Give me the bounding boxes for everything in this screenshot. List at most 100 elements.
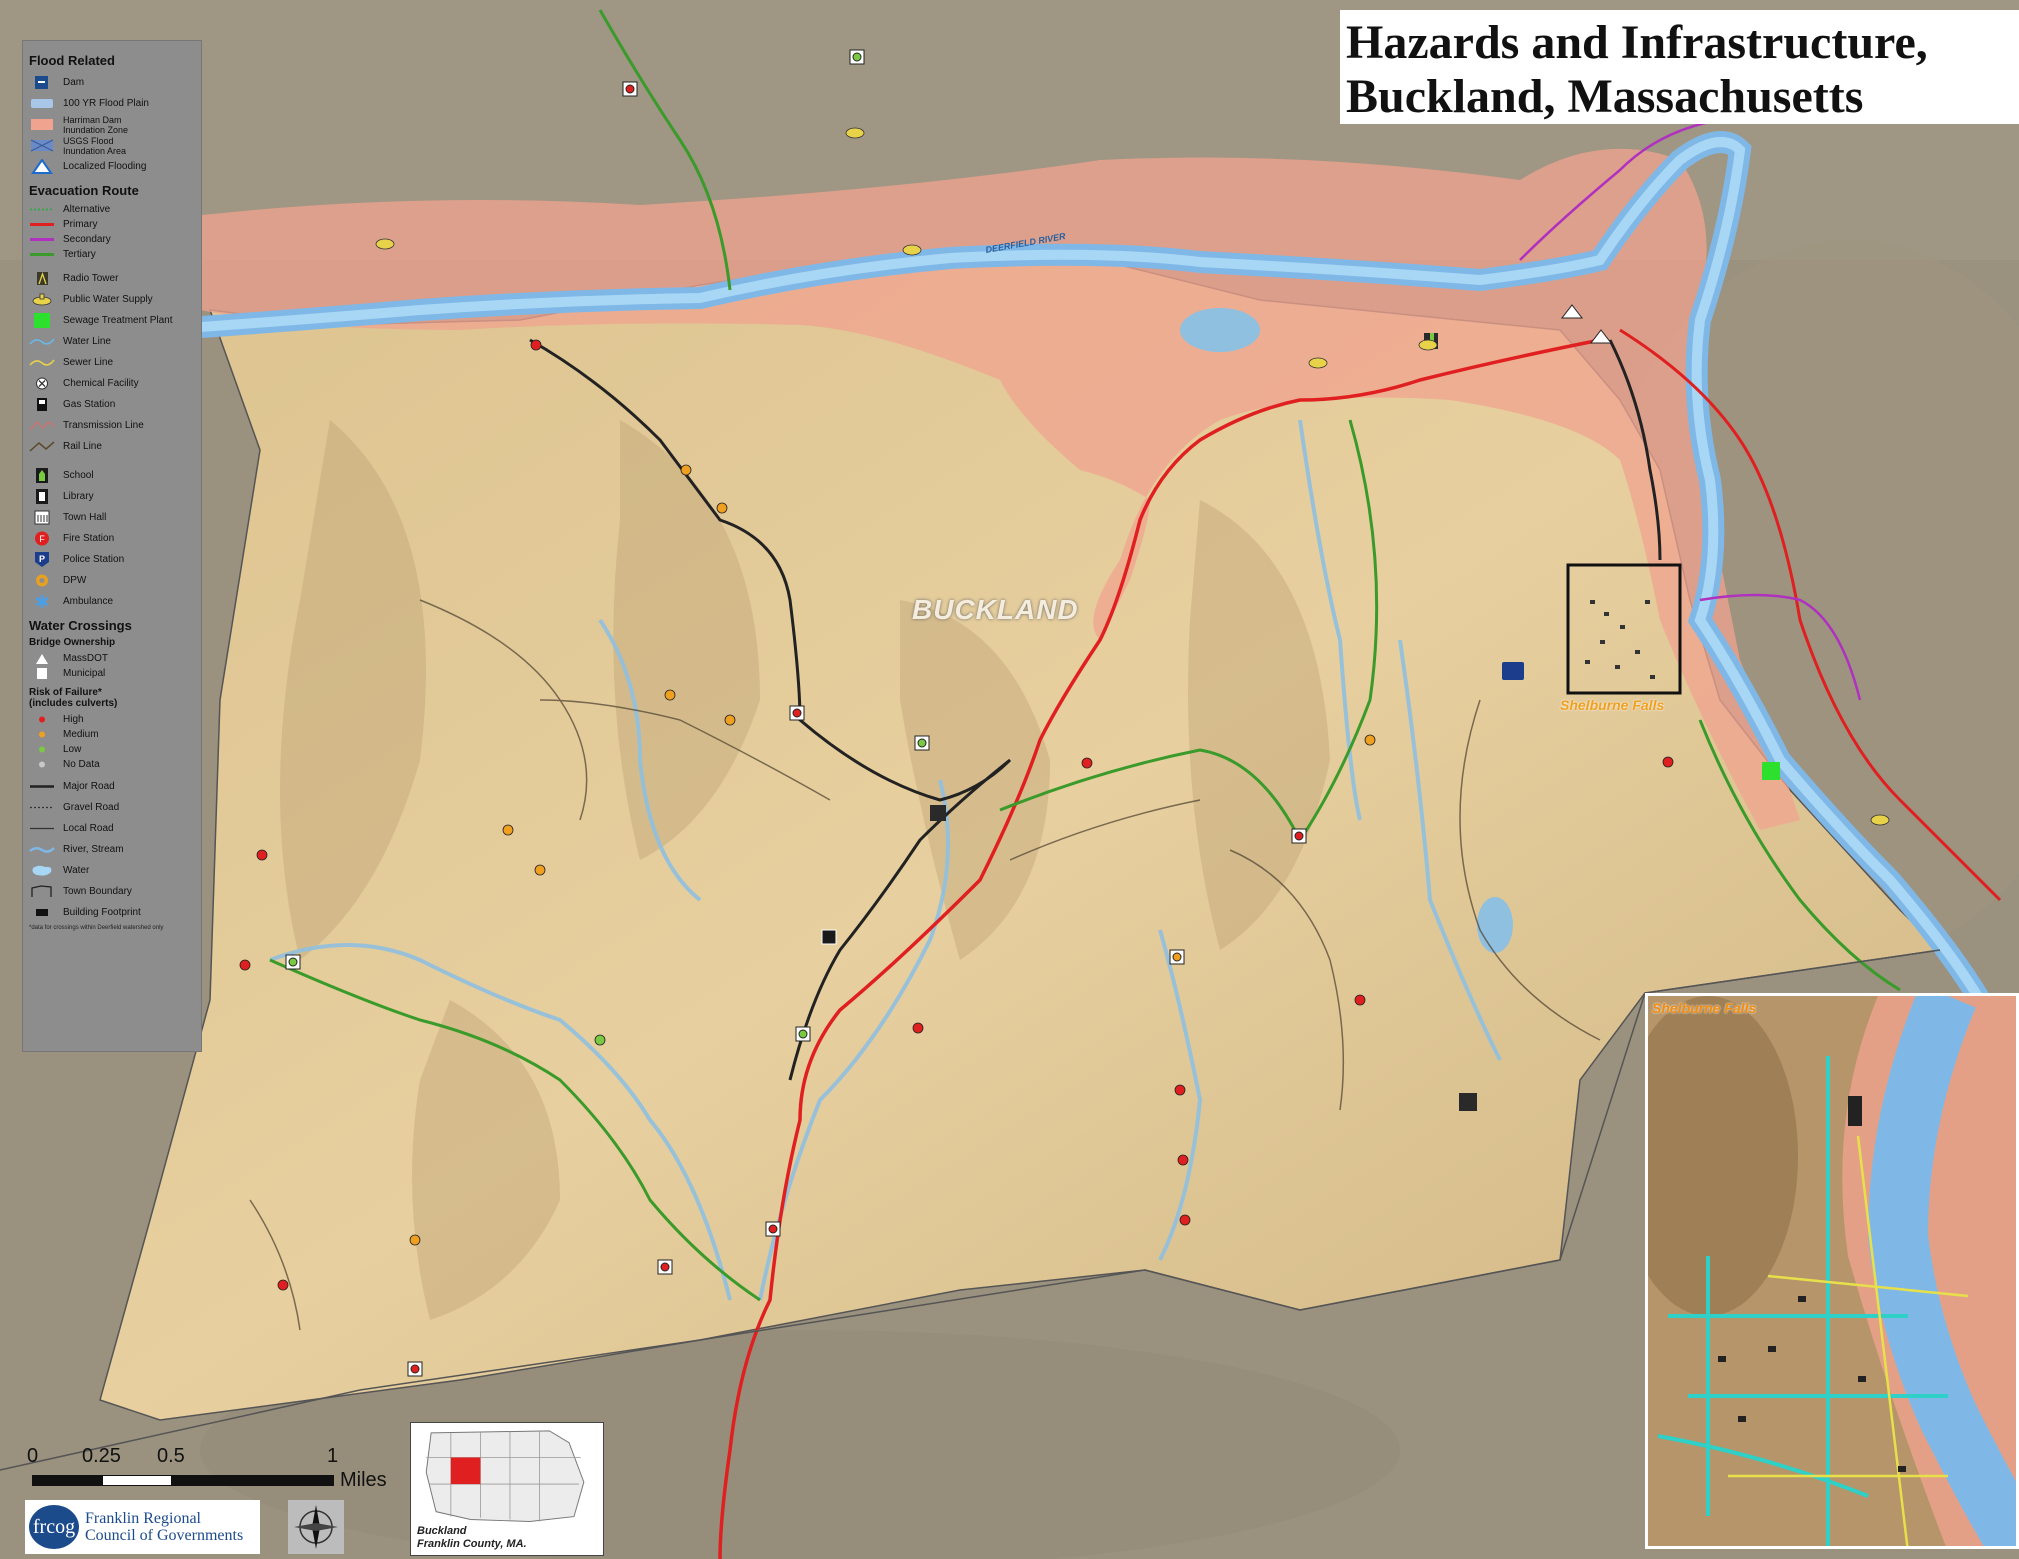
legend-item-tertiary: Tertiary bbox=[29, 247, 195, 262]
massdot-triangle-icon bbox=[29, 651, 55, 666]
legend-item-local-road: Local Road bbox=[29, 818, 195, 839]
building-swatch bbox=[29, 905, 55, 920]
scale-segment-3 bbox=[172, 1475, 334, 1486]
legend-item-inundation-zone: Harriman Dam Inundation Zone bbox=[29, 114, 195, 135]
legend-item-massdot: MassDOT bbox=[29, 651, 195, 666]
river-swatch bbox=[29, 842, 55, 857]
legend-label: Medium bbox=[63, 729, 99, 740]
legend-label: Chemical Facility bbox=[63, 378, 139, 389]
legend-item-police-station: P Police Station bbox=[29, 549, 195, 570]
water-swatch bbox=[29, 863, 55, 878]
legend-subheading-risk: (includes culverts) bbox=[29, 698, 118, 709]
risk-nodata-dot bbox=[29, 757, 55, 772]
locator-caption-line-1: Buckland bbox=[417, 1525, 467, 1537]
shelburne-falls-extent-box bbox=[1566, 563, 1682, 695]
legend-item-municipal: Municipal bbox=[29, 666, 195, 681]
legend-label: Transmission Line bbox=[63, 420, 144, 431]
secondary-route-swatch bbox=[29, 232, 55, 247]
legend-item-gas-station: Gas Station bbox=[29, 394, 195, 415]
fire-station-icon: F bbox=[29, 531, 55, 546]
scale-unit: Miles bbox=[340, 1469, 387, 1491]
school-icon bbox=[29, 468, 55, 483]
water-supply-icon bbox=[29, 292, 55, 307]
svg-text:P: P bbox=[39, 554, 45, 564]
inset-village-label: Shelburne Falls bbox=[1652, 1000, 1757, 1016]
legend-item-transmission-line: Transmission Line bbox=[29, 415, 195, 436]
legend-item-ambulance: Ambulance bbox=[29, 591, 195, 612]
legend-item-library: Library bbox=[29, 486, 195, 507]
legend-heading-bridge: Bridge Ownership bbox=[29, 637, 116, 648]
ambulance-icon bbox=[29, 594, 55, 609]
legend-item-radio-tower: Radio Tower bbox=[29, 268, 195, 289]
svg-text:F: F bbox=[39, 534, 45, 544]
legend-label: No Data bbox=[63, 759, 100, 770]
town-label: BUCKLAND bbox=[912, 594, 1079, 625]
flood-plain-swatch bbox=[29, 96, 55, 111]
risk-high-dot bbox=[29, 712, 55, 727]
legend-label: Municipal bbox=[63, 668, 106, 679]
legend-item-flood-plain: 100 YR Flood Plain bbox=[29, 93, 195, 114]
legend-label: Low bbox=[63, 744, 82, 755]
legend-label: Sewer Line bbox=[63, 357, 114, 368]
legend-label: 100 YR Flood Plain bbox=[63, 98, 149, 109]
frcog-logo-line-2: Council of Governments bbox=[85, 1527, 244, 1544]
legend-label: Radio Tower bbox=[63, 273, 119, 284]
primary-route-swatch bbox=[29, 217, 55, 232]
legend-item-water: Water bbox=[29, 860, 195, 881]
legend-label: Major Road bbox=[63, 781, 115, 792]
locator-inset: Buckland Franklin County, MA. bbox=[410, 1422, 604, 1556]
legend-label: Police Station bbox=[63, 554, 125, 565]
legend-label: Gravel Road bbox=[63, 802, 120, 813]
radio-tower-icon bbox=[29, 271, 55, 286]
localized-flooding-icon bbox=[29, 159, 55, 174]
legend-label: Library bbox=[63, 491, 94, 502]
legend-item-localized-flooding: Localized Flooding bbox=[29, 156, 195, 177]
library-icon bbox=[29, 489, 55, 504]
shelburne-falls-inset: Shelburne Falls bbox=[1645, 993, 2019, 1549]
legend-item-river: River, Stream bbox=[29, 839, 195, 860]
legend-item-primary: Primary bbox=[29, 217, 195, 232]
legend-label: MassDOT bbox=[63, 653, 108, 664]
dpw-icon bbox=[29, 573, 55, 588]
legend-item-dam: Dam bbox=[29, 72, 195, 93]
water-line-swatch bbox=[29, 334, 55, 349]
gravel-road-swatch bbox=[29, 800, 55, 815]
map-title-line-1: Hazards and Infrastructure, bbox=[1346, 16, 1928, 69]
legend-label: Localized Flooding bbox=[63, 161, 147, 172]
locator-caption: Buckland Franklin County, MA. bbox=[417, 1525, 527, 1551]
map-title: Hazards and Infrastructure, Buckland, Ma… bbox=[1340, 10, 2019, 124]
scale-segment-1 bbox=[32, 1475, 102, 1486]
legend-item-alternative: Alternative bbox=[29, 202, 195, 217]
legend-item-major-road: Major Road bbox=[29, 776, 195, 797]
legend-item-water-line: Water Line bbox=[29, 331, 195, 352]
legend-item-usgs-flood: USGS Flood Inundation Area bbox=[29, 135, 195, 156]
legend-label: Dam bbox=[63, 77, 85, 88]
legend-item-sewage-plant: Sewage Treatment Plant bbox=[29, 310, 195, 331]
legend-label: Alternative bbox=[63, 204, 111, 215]
risk-low-dot bbox=[29, 742, 55, 757]
secondary-route bbox=[1519, 118, 1721, 261]
chemical-facility-icon bbox=[29, 376, 55, 391]
rail-line-swatch bbox=[29, 439, 55, 454]
flood-inundation-zone bbox=[160, 148, 1800, 830]
legend-item-school: School bbox=[29, 465, 195, 486]
frcog-logo-line-1: Franklin Regional bbox=[85, 1510, 201, 1527]
transmission-line-swatch bbox=[29, 418, 55, 433]
legend-label: DPW bbox=[63, 575, 87, 586]
north-arrow-icon bbox=[288, 1500, 344, 1554]
legend-label: Sewage Treatment Plant bbox=[63, 315, 173, 326]
legend-heading-evacuation: Evacuation Route bbox=[29, 183, 139, 198]
legend-heading-flood: Flood Related bbox=[29, 53, 115, 68]
major-road-swatch bbox=[29, 779, 55, 794]
scale-tick-1: 1 bbox=[327, 1445, 339, 1467]
legend-label: Local Road bbox=[63, 823, 114, 834]
legend-label: Rail Line bbox=[63, 441, 102, 452]
legend-item-risk-high: High bbox=[29, 712, 195, 727]
town-hall-icon bbox=[29, 510, 55, 525]
legend-label: River, Stream bbox=[63, 844, 124, 855]
legend-item-dpw: DPW bbox=[29, 570, 195, 591]
scale-tick-05: 0.5 bbox=[157, 1445, 185, 1467]
legend-label: Water bbox=[63, 865, 90, 876]
map-legend: Flood Related Dam 100 YR Flood Plain Har… bbox=[22, 40, 202, 1052]
